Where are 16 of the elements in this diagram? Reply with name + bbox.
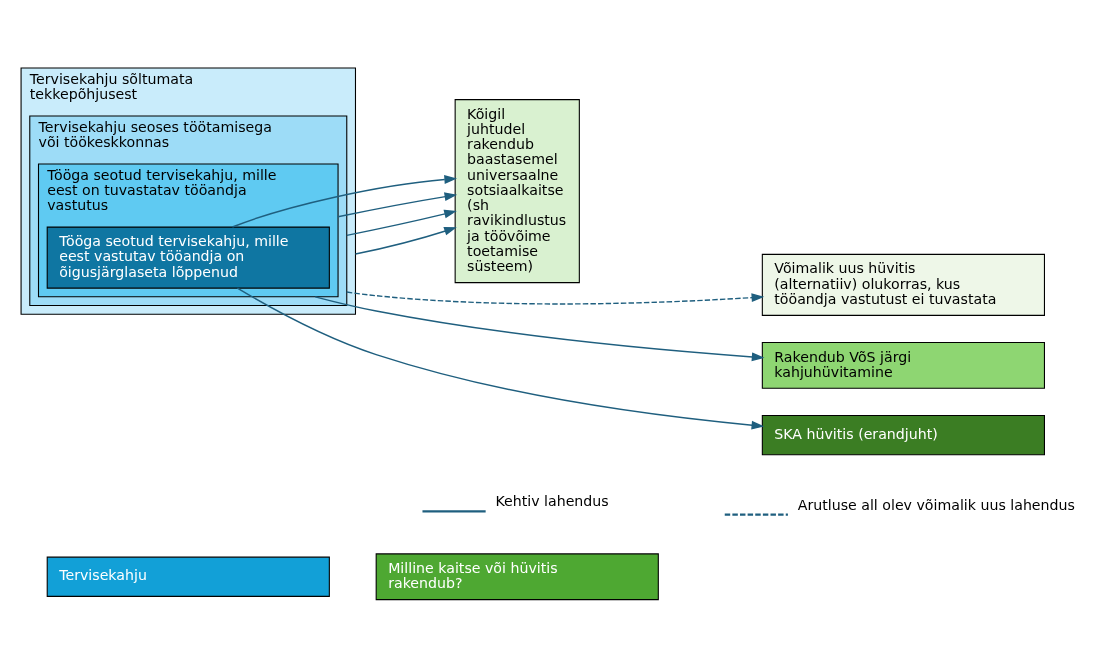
node-box: Tervisekahju	[46, 556, 330, 597]
arrow	[236, 286, 765, 430]
legend-label: Kehtiv lahendus	[495, 492, 609, 509]
arrow	[337, 191, 458, 217]
arrow	[231, 174, 458, 228]
node-box: Kõigil juhtudel rakendub baastasemel universaalne sotsiaalkaitse (sh ravikindlustus ja töövõime toetamise süsteem)	[454, 98, 580, 283]
arrow	[314, 295, 765, 361]
legend-label: Arutluse all olev võimalik uus lahendus	[797, 496, 1075, 513]
node-box: Tööga seotud tervisekahju, mille eest vastutav tööandja on õigusjärglaseta lõppenud	[46, 226, 330, 289]
node-box: Võimalik uus hüvitis (alternatiiv) olukorras, kus tööandja vastutust ei tuvastata	[761, 253, 1045, 316]
node-box: Milline kaitse või hüvitis rakendub?	[375, 552, 659, 600]
arrow	[346, 209, 457, 236]
arrow	[354, 226, 457, 255]
arrow	[346, 290, 765, 305]
node-box: SKA hüvitis (erandjuht)	[761, 414, 1045, 455]
node-box: Rakendub VõS järgi kahjuhüvitamine	[761, 341, 1045, 389]
